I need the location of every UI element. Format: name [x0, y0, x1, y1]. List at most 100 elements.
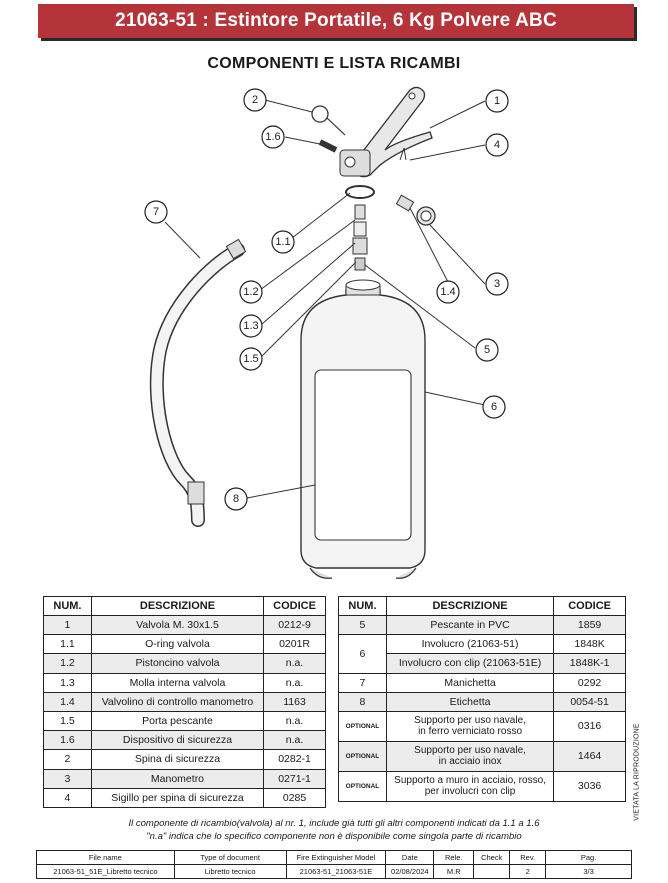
cell-num: 2: [43, 749, 92, 770]
cell-code: 3036: [553, 770, 626, 802]
cell-desc: Supporto per uso navale,in ferro vernici…: [385, 710, 555, 742]
desc-line-1: Supporto per uso navale,: [414, 745, 526, 757]
footer-value: 3/3: [545, 864, 632, 879]
cell-desc: Involucro (21063-51): [385, 634, 555, 655]
cell-desc: Manichetta: [385, 672, 555, 693]
callout-2: 2: [243, 88, 267, 112]
cell-code: n.a.: [263, 672, 326, 693]
col-header-code: CODICE: [553, 596, 626, 616]
footer-header: Pag.: [545, 850, 632, 865]
extinguisher-cylinder: [300, 279, 426, 579]
cell-desc: Molla interna valvola: [90, 672, 265, 693]
valve-assembly: [311, 86, 433, 178]
svg-text:3: 3: [494, 278, 500, 290]
cell-num: 4: [43, 787, 92, 808]
title-banner: 21063-51 : Estintore Portatile, 6 Kg Pol…: [38, 4, 634, 38]
cell-desc: Valvola M. 30x1.5: [90, 614, 265, 636]
section-title: COMPONENTI E LISTA RICAMBI: [207, 55, 461, 72]
svg-text:1.4: 1.4: [440, 286, 455, 298]
callout-4: 4: [485, 133, 509, 157]
callout-1-4: 1.4: [436, 280, 460, 304]
svg-text:1.5: 1.5: [243, 353, 258, 365]
svg-text:8: 8: [233, 493, 239, 505]
cell-num: 1.6: [43, 730, 92, 751]
document-title: 21063-51 : Estintore Portatile, 6 Kg Pol…: [115, 10, 557, 31]
table-row: Involucro con clip (21063-51E)1848K-1: [339, 653, 626, 674]
document-info-table: File name Type of document Fire Extingui…: [36, 850, 632, 879]
cell-code: 0054-51: [553, 691, 626, 712]
footer-header: Rev.: [509, 850, 547, 865]
col-header-code: CODICE: [263, 596, 326, 616]
footer-header: Rele.: [433, 850, 475, 865]
cell-code: 1859: [553, 614, 626, 636]
col-header-num: NUM.: [338, 596, 387, 616]
desc-line-2: per involucri con clip: [424, 786, 516, 798]
callout-8: 8: [224, 487, 248, 511]
callout-1-5: 1.5: [239, 347, 263, 371]
footer-header: Fire Extinguisher Model: [285, 850, 387, 865]
cell-code: 0212-9: [263, 614, 326, 636]
footer-header-row: File name Type of document Fire Extingui…: [36, 850, 632, 865]
cell-num: 1: [43, 614, 92, 636]
desc-line-2: in ferro verniciato rosso: [418, 726, 523, 738]
callout-7: 7: [144, 200, 168, 224]
cell-code: 1163: [263, 691, 326, 712]
exploded-parts-diagram: 1 2 1.6 4 7 1.1 3 1.2 1.4 1.3 5 1.5 6 8: [144, 86, 509, 579]
cell-num: 1.3: [43, 672, 92, 693]
cell-code: 0292: [553, 672, 626, 693]
table-header-row: NUM. DESCRIZIONE CODICE: [338, 596, 626, 616]
callout-1-6: 1.6: [261, 125, 285, 149]
cell-desc: Supporto a muro in acciaio, rosso,per in…: [385, 770, 555, 802]
footer-header: Check: [473, 850, 511, 865]
note-line-1: Il componente di ricambio(valvola) al nr…: [128, 818, 540, 829]
svg-text:1.2: 1.2: [243, 286, 258, 298]
svg-text:6: 6: [491, 401, 497, 413]
callout-1-2: 1.2: [239, 280, 263, 304]
cell-desc: Pescante in PVC: [385, 614, 555, 636]
svg-text:5: 5: [484, 344, 490, 356]
cell-num: OPTIONAL: [338, 770, 387, 802]
cell-desc: Dispositivo di sicurezza: [90, 730, 265, 751]
cell-code: 0316: [553, 710, 626, 742]
footer-value: 2: [509, 864, 547, 879]
cell-desc: Pistoncino valvola: [90, 653, 265, 674]
cell-num: 8: [338, 691, 387, 712]
note-line-2: "n.a" indica che lo specifico componente…: [146, 831, 522, 842]
cell-num: 1.5: [43, 710, 92, 732]
footer-value: M.R: [433, 864, 475, 879]
cell-desc: Spina di sicurezza: [90, 749, 265, 770]
cell-code: 1848K-1: [553, 653, 626, 674]
desc-line-2: in acciaio inox: [438, 756, 502, 768]
cell-num: 5: [338, 614, 387, 636]
cell-code: n.a.: [263, 653, 326, 674]
desc-line-1: Supporto a muro in acciaio, rosso,: [394, 775, 546, 787]
callout-1: 1: [485, 89, 509, 113]
cell-num: 1.4: [43, 691, 92, 712]
footer-header: Date: [385, 850, 435, 865]
callout-5: 5: [475, 338, 499, 362]
cell-code: 0271-1: [263, 768, 326, 789]
table-header-row: NUM. DESCRIZIONE CODICE: [43, 596, 326, 616]
svg-text:7: 7: [153, 206, 159, 218]
col-header-desc: DESCRIZIONE: [90, 596, 265, 616]
footer-value: Libretto tecnico: [173, 864, 287, 879]
footer-value: [473, 864, 511, 879]
hose: [149, 238, 247, 527]
callout-1-1: 1.1: [271, 230, 295, 254]
reproduction-notice-text: VIETATA LA RIPRODUZIONE: [633, 723, 641, 821]
cell-code: 0201R: [263, 634, 326, 655]
